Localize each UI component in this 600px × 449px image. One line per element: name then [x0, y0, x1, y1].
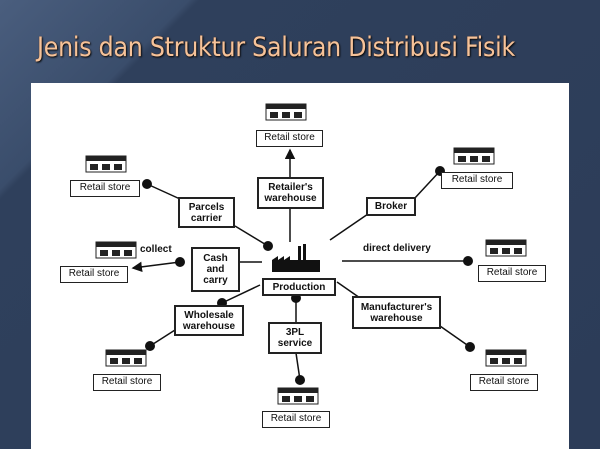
slide-title: Jenis dan Struktur Saluran Distribusi Fi…: [37, 32, 515, 63]
production-box: Production: [262, 278, 336, 296]
retailers-warehouse-box: Retailer's warehouse: [257, 177, 324, 209]
edge-wholesale-production: [221, 284, 261, 304]
edge-broker-store: [413, 170, 441, 200]
retail-store-top: Retail store: [256, 130, 323, 147]
edge-parcels-production: [234, 225, 269, 247]
edge-broker-production: [329, 213, 369, 241]
retail-store-left: Retail store: [60, 266, 128, 283]
retail-store-lower-right: Retail store: [470, 374, 538, 391]
retail-store-upper-right: Retail store: [441, 172, 513, 189]
retail-store-icons: [85, 103, 527, 405]
direct-delivery-label: direct delivery: [363, 243, 431, 254]
edge-collect: [131, 261, 181, 273]
3pl-service-box: 3PL service: [268, 322, 322, 354]
edge-manufacturer-store: [439, 325, 471, 348]
wholesale-warehouse-box: Wholesale warehouse: [174, 305, 244, 336]
retail-store-right: Retail store: [478, 265, 546, 282]
edge-production-manufacturer: [336, 281, 361, 299]
factory-icon: [272, 244, 320, 272]
collect-label: collect: [140, 244, 172, 255]
retail-store-lower-left: Retail store: [93, 374, 161, 391]
cash-and-carry-box: Cash and carry: [191, 247, 240, 292]
parcels-carrier-box: Parcels carrier: [178, 197, 235, 228]
edge-store-parcels: [146, 183, 181, 200]
retail-store-bottom: Retail store: [262, 411, 330, 428]
retail-store-upper-left: Retail store: [70, 180, 140, 197]
manufacturers-warehouse-box: Manufacturer's warehouse: [352, 296, 441, 329]
broker-box: Broker: [366, 197, 416, 216]
